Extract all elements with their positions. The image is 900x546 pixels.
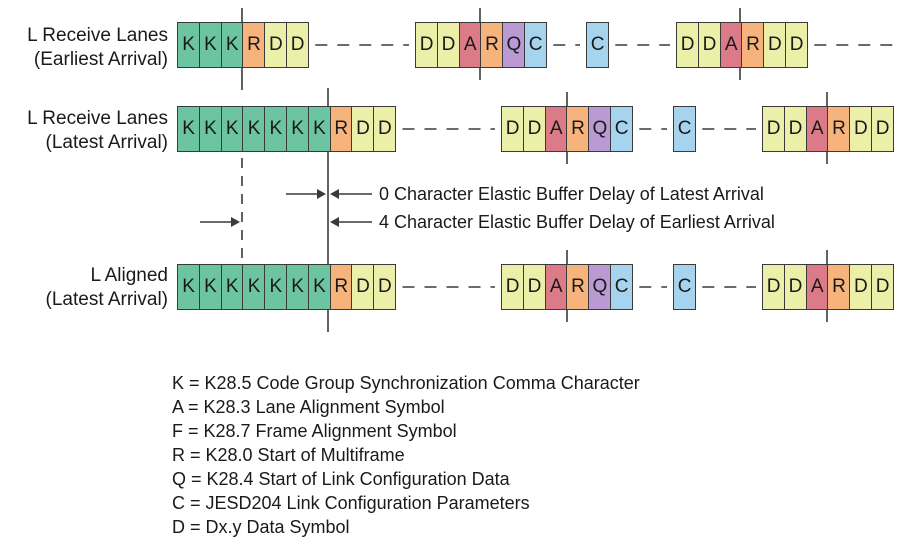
symbol-cell-d: D xyxy=(501,106,525,152)
row-label-subtitle: (Earliest Arrival) xyxy=(33,49,168,70)
symbol-cell-c: C xyxy=(673,106,697,152)
symbol-cell-d: D xyxy=(849,264,873,310)
symbol-cell-r: R xyxy=(329,106,353,152)
symbol-cell-k: K xyxy=(198,264,223,310)
symbol-cell-k: K xyxy=(242,264,266,310)
legend-item: C = JESD204 Link Configuration Parameter… xyxy=(172,493,530,513)
symbol-cell-r: R xyxy=(242,22,266,68)
symbol-cell-d: D xyxy=(871,106,895,152)
arrow-head-right xyxy=(231,217,240,227)
legend-item: Q = K28.4 Start of Link Configuration Da… xyxy=(172,469,510,489)
symbol-cell-d: D xyxy=(351,264,375,310)
symbol-cell-q: Q xyxy=(588,106,612,152)
row-label-earliest: L Receive Lanes (Earliest Arrival) xyxy=(27,24,168,72)
symbol-cell-r: R xyxy=(566,106,590,152)
annotation-delay-latest: 0 Character Elastic Buffer Delay of Late… xyxy=(379,184,764,204)
row-label-subtitle: (Latest Arrival) xyxy=(45,289,168,310)
symbol-cell-c: C xyxy=(610,106,634,152)
symbol-cell-a: A xyxy=(719,22,743,68)
symbol-cell-d: D xyxy=(522,264,547,310)
symbol-cell-d: D xyxy=(783,264,808,310)
symbol-cell-d: D xyxy=(762,106,786,152)
symbol-cell-c: C xyxy=(673,264,697,310)
symbol-cell-d: D xyxy=(849,106,873,152)
arrow-head-left xyxy=(330,189,339,199)
symbol-cell-d: D xyxy=(351,106,375,152)
symbol-cell-r: R xyxy=(329,264,353,310)
symbol-cell-a: A xyxy=(805,264,829,310)
row-label-title: L Receive Lanes xyxy=(27,25,168,46)
legend-item: F = K28.7 Frame Alignment Symbol xyxy=(172,421,457,441)
symbol-cell-k: K xyxy=(286,106,310,152)
symbol-cell-k: K xyxy=(177,264,201,310)
symbol-cell-d: D xyxy=(697,22,722,68)
symbol-cell-r: R xyxy=(480,22,504,68)
symbol-cell-k: K xyxy=(307,264,332,310)
symbol-cell-q: Q xyxy=(588,264,612,310)
legend-item: D = Dx.y Data Symbol xyxy=(172,517,350,537)
symbol-cell-a: A xyxy=(544,264,568,310)
symbol-cell-k: K xyxy=(177,106,201,152)
symbol-cell-d: D xyxy=(373,106,397,152)
symbol-cell-k: K xyxy=(307,106,332,152)
symbol-cell-d: D xyxy=(264,22,288,68)
row-label-subtitle: (Latest Arrival) xyxy=(45,132,168,153)
symbol-cell-d: D xyxy=(501,264,525,310)
symbol-cell-k: K xyxy=(220,106,244,152)
symbol-cell-r: R xyxy=(827,106,851,152)
symbol-cell-k: K xyxy=(264,264,288,310)
row-label-title: L Aligned xyxy=(90,265,168,286)
symbol-cell-d: D xyxy=(785,22,809,68)
symbol-cell-r: R xyxy=(827,264,851,310)
symbol-cell-k: K xyxy=(264,106,288,152)
symbol-cell-d: D xyxy=(415,22,439,68)
legend-item: R = K28.0 Start of Multiframe xyxy=(172,445,405,465)
symbol-cell-k: K xyxy=(220,22,244,68)
symbol-cell-d: D xyxy=(783,106,808,152)
row-label-title: L Receive Lanes xyxy=(27,108,168,129)
symbol-cell-c: C xyxy=(610,264,634,310)
symbol-cell-d: D xyxy=(762,264,786,310)
row-label-latest: L Receive Lanes (Latest Arrival) xyxy=(27,107,168,155)
symbol-cell-k: K xyxy=(177,22,201,68)
symbol-cell-d: D xyxy=(676,22,700,68)
symbol-cell-r: R xyxy=(741,22,765,68)
symbol-cell-d: D xyxy=(286,22,310,68)
symbol-cell-k: K xyxy=(198,22,223,68)
legend-item: K = K28.5 Code Group Synchronization Com… xyxy=(172,373,640,393)
legend-item: A = K28.3 Lane Alignment Symbol xyxy=(172,397,445,417)
annotation-delay-earliest: 4 Character Elastic Buffer Delay of Earl… xyxy=(379,212,775,232)
symbol-cell-d: D xyxy=(871,264,895,310)
symbol-cell-d: D xyxy=(522,106,547,152)
symbol-cell-k: K xyxy=(220,264,244,310)
arrow-head-left xyxy=(330,217,339,227)
arrow-head-right xyxy=(317,189,326,199)
symbol-cell-a: A xyxy=(458,22,482,68)
symbol-cell-r: R xyxy=(566,264,590,310)
symbol-cell-d: D xyxy=(763,22,787,68)
symbol-cell-a: A xyxy=(544,106,568,152)
row-label-aligned: L Aligned (Latest Arrival) xyxy=(46,264,168,312)
symbol-cell-d: D xyxy=(373,264,397,310)
symbol-cell-k: K xyxy=(198,106,223,152)
symbol-cell-k: K xyxy=(286,264,310,310)
symbol-cell-q: Q xyxy=(502,22,526,68)
symbol-cell-k: K xyxy=(242,106,266,152)
symbol-cell-c: C xyxy=(524,22,548,68)
symbol-cell-a: A xyxy=(805,106,829,152)
symbol-cell-c: C xyxy=(586,22,610,68)
symbol-cell-d: D xyxy=(436,22,461,68)
